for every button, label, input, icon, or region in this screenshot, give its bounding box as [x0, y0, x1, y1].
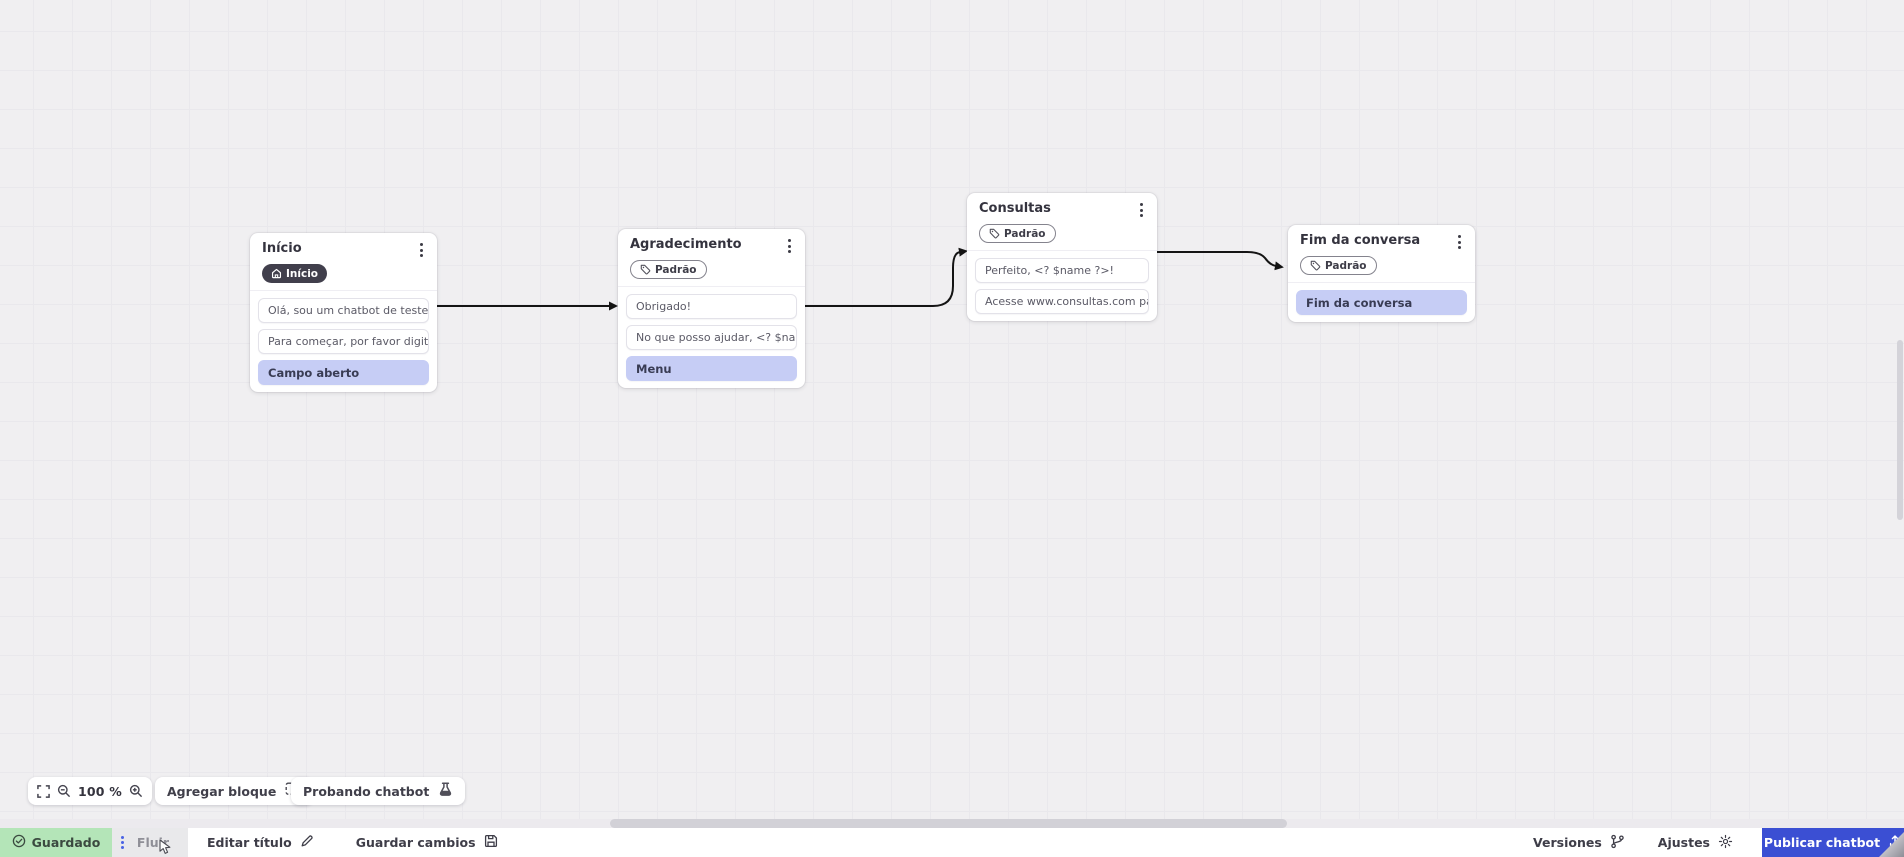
- node-title: Fim da conversa: [1300, 233, 1421, 248]
- add-block-button[interactable]: Agregar bloque: [155, 777, 314, 805]
- tag-icon: [640, 264, 651, 275]
- publish-chatbot-button[interactable]: Publicar chatbot: [1762, 828, 1904, 857]
- flow-node-fim-da-conversa[interactable]: Fim da conversa Padrão Fim da conversa: [1288, 225, 1475, 322]
- vertical-scrollbar-thumb[interactable]: [1897, 340, 1903, 520]
- node-header: Início Início: [250, 233, 437, 291]
- message-row[interactable]: Para começar, por favor digite o ...: [258, 329, 429, 354]
- fullscreen-icon[interactable]: [37, 784, 50, 798]
- badge-label: Padrão: [655, 263, 697, 276]
- node-type-badge: Início: [262, 264, 328, 283]
- test-chatbot-label: Probando chatbot: [303, 783, 430, 799]
- kebab-menu-icon[interactable]: [1136, 201, 1147, 219]
- status-bar: Guardado Fluir Editar título Guardar cam…: [0, 828, 1904, 857]
- settings-button[interactable]: Ajustes: [1658, 828, 1733, 857]
- node-type-badge: Padrão: [979, 224, 1056, 243]
- flow-node-consultas[interactable]: Consultas Padrão Perfeito, <? $name ?>! …: [967, 193, 1157, 321]
- save-changes-label: Guardar cambios: [355, 835, 476, 850]
- pencil-icon: [300, 834, 314, 851]
- connector-agradecimento-consultas[interactable]: [805, 247, 968, 307]
- connector-consultas-fim[interactable]: [1157, 251, 1284, 271]
- saved-status-label: Guardado: [31, 835, 101, 850]
- gear-icon: [1718, 834, 1733, 852]
- message-row[interactable]: Perfeito, <? $name ?>!: [975, 258, 1149, 283]
- kebab-menu-icon[interactable]: [784, 237, 795, 255]
- flow-node-inicio[interactable]: Início Início Olá, sou um chatbot de tes…: [250, 233, 437, 392]
- tab-flow-label: Fluir: [136, 835, 170, 850]
- test-chatbot-button[interactable]: Probando chatbot: [291, 777, 466, 805]
- check-circle-icon: [12, 834, 26, 851]
- message-row[interactable]: Acesse www.consultas.com par...: [975, 289, 1149, 314]
- publish-label: Publicar chatbot: [1763, 835, 1881, 850]
- node-title: Agradecimento: [630, 237, 742, 252]
- zoom-out-icon[interactable]: [57, 784, 71, 798]
- node-title: Início: [262, 241, 302, 256]
- node-header: Consultas Padrão: [967, 193, 1157, 251]
- zoom-in-icon[interactable]: [129, 784, 143, 798]
- flow-canvas[interactable]: Início Início Olá, sou um chatbot de tes…: [0, 0, 1904, 828]
- zoom-toolbar: 100 %: [28, 777, 152, 805]
- tab-flow[interactable]: Fluir: [112, 828, 188, 857]
- badge-label: Padrão: [1004, 227, 1046, 240]
- zoom-level-value: 100 %: [78, 783, 122, 799]
- flow-node-agradecimento[interactable]: Agradecimento Padrão Obrigado! No que po…: [618, 229, 805, 388]
- action-row[interactable]: Campo aberto: [258, 360, 429, 385]
- home-icon: [271, 268, 282, 279]
- drag-handle-dots-icon[interactable]: [121, 836, 124, 849]
- badge-label: Início: [286, 267, 319, 280]
- node-header: Fim da conversa Padrão: [1288, 225, 1475, 283]
- tag-icon: [989, 228, 1000, 239]
- kebab-menu-icon[interactable]: [416, 241, 427, 259]
- node-header: Agradecimento Padrão: [618, 229, 805, 287]
- horizontal-scrollbar-thumb[interactable]: [610, 819, 1287, 828]
- action-row[interactable]: Fim da conversa: [1296, 290, 1467, 315]
- flask-icon: [438, 782, 453, 800]
- versions-label: Versiones: [1533, 835, 1602, 850]
- add-block-label: Agregar bloque: [167, 783, 277, 799]
- message-row[interactable]: No que posso ajudar, <? $name ...: [626, 325, 797, 350]
- edit-title-button[interactable]: Editar título: [207, 828, 314, 857]
- kebab-menu-icon[interactable]: [1454, 233, 1465, 251]
- badge-label: Padrão: [1325, 259, 1367, 272]
- tag-icon: [1310, 260, 1321, 271]
- save-changes-button[interactable]: Guardar cambios: [356, 828, 498, 857]
- message-row[interactable]: Olá, sou um chatbot de teste!: [258, 298, 429, 323]
- action-row[interactable]: Menu: [626, 356, 797, 381]
- versions-button[interactable]: Versiones: [1533, 828, 1625, 857]
- settings-label: Ajustes: [1657, 835, 1710, 850]
- save-icon: [484, 834, 498, 851]
- message-row[interactable]: Obrigado!: [626, 294, 797, 319]
- node-type-badge: Padrão: [630, 260, 707, 279]
- node-type-badge: Padrão: [1300, 256, 1377, 275]
- node-title: Consultas: [979, 201, 1051, 216]
- git-branch-icon: [1610, 834, 1625, 852]
- edit-title-label: Editar título: [207, 835, 292, 850]
- horizontal-scrollbar-track[interactable]: [0, 819, 1904, 828]
- saved-status-badge: Guardado: [0, 828, 112, 857]
